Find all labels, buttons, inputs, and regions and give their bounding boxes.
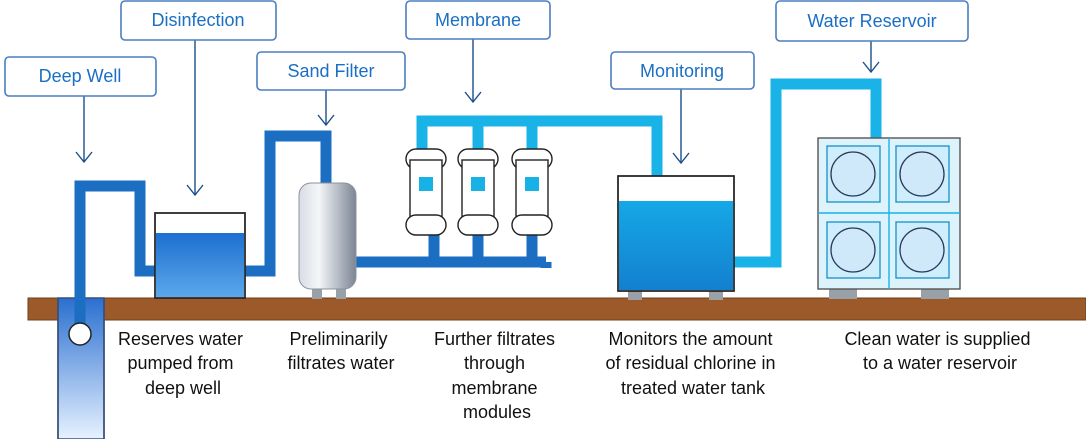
membrane-modules: [405, 148, 553, 236]
pipe-dark: [74, 130, 552, 332]
desc-disinfection: Reserves water pumped from deep well: [118, 329, 248, 398]
callout-disinfection: Disinfection: [120, 0, 277, 41]
label-disinfection: Disinfection: [151, 10, 244, 30]
desc-sand-filter: Preliminarily filtrates water: [287, 329, 394, 373]
water-reservoir: [817, 137, 961, 299]
callout-deep-well: Deep Well: [4, 56, 157, 97]
membrane-module: [511, 148, 553, 236]
callout-membrane: Membrane: [405, 0, 551, 40]
label-deep-well: Deep Well: [39, 66, 122, 86]
callout-connectors: [75, 39, 880, 197]
label-water-reservoir: Water Reservoir: [807, 11, 936, 31]
sand-filter: [298, 182, 357, 299]
callout-sand-filter: Sand Filter: [256, 51, 406, 91]
label-monitoring: Monitoring: [640, 61, 724, 81]
callout-monitoring: Monitoring: [610, 51, 755, 90]
disinfection-tank: [154, 212, 246, 299]
membrane-module: [405, 148, 447, 236]
monitoring-tank: [617, 175, 735, 300]
desc-monitoring: Monitors the amount of residual chlorine…: [605, 329, 780, 398]
label-membrane: Membrane: [435, 10, 521, 30]
pipe-light: [416, 78, 882, 268]
pump-float: [68, 322, 92, 346]
desc-reservoir: Clean water is supplied to a water reser…: [844, 329, 1035, 373]
label-sand-filter: Sand Filter: [287, 61, 374, 81]
membrane-module: [457, 148, 499, 236]
ground: [27, 297, 1086, 321]
desc-membrane: Further filtrates through membrane modul…: [434, 329, 560, 422]
callout-water-reservoir: Water Reservoir: [775, 0, 969, 42]
